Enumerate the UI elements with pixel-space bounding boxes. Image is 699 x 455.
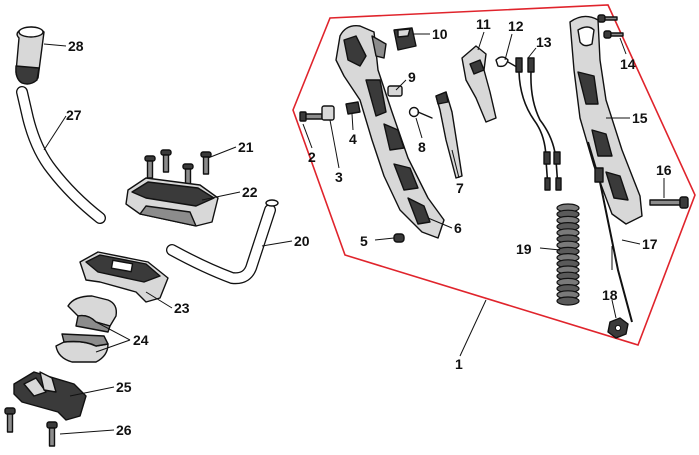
callout-5: 5 [360,233,368,249]
part-screws-top [597,14,624,39]
part-wire-harness [515,57,562,191]
part-base-clamp [13,371,87,421]
callout-13: 13 [536,34,552,50]
part-half-shells [55,295,118,363]
callout-6: 6 [454,220,462,236]
part-pin [387,85,403,97]
part-nut [607,317,629,339]
spring-coil [556,296,580,306]
part-cable-tube [16,86,106,224]
callout-14: 14 [620,56,636,72]
part-spacer [321,105,335,121]
callout-9: 9 [408,69,416,85]
part-housing-cover [569,15,643,225]
callout-3: 3 [335,169,343,185]
callout-21: 21 [238,139,254,155]
callout-1: 1 [455,356,463,372]
callout-27: 27 [66,107,82,123]
callout-11: 11 [476,16,491,32]
callout-22: 22 [242,184,258,200]
part-bolts-lower [4,407,58,447]
part-cap [393,27,417,51]
callout-23: 23 [174,300,190,316]
part-spring [345,101,361,115]
callout-7: 7 [456,180,464,196]
callout-24: 24 [133,332,149,348]
callout-28: 28 [68,38,84,54]
part-clip [408,106,433,119]
part-lever [435,91,463,179]
callout-20: 20 [294,233,310,249]
part-coil-spring [556,203,580,306]
part-side-bolt [649,196,689,209]
callout-26: 26 [116,422,132,438]
callout-18: 18 [602,287,618,303]
callout-10: 10 [432,26,448,42]
callout-17: 17 [642,236,658,252]
callout-19: 19 [516,241,532,257]
callout-16: 16 [656,162,672,178]
part-trigger [461,45,497,123]
callout-4: 4 [349,131,357,147]
callouts: 28 27 21 22 20 23 24 25 26 2 3 4 5 6 7 8… [66,16,672,438]
callout-25: 25 [116,379,132,395]
part-bolts-upper [144,149,212,187]
part-main-housing [335,25,445,239]
part-cable-tube-2 [166,199,279,285]
part-screw [299,111,323,122]
part-small-screw [393,233,405,243]
callout-2: 2 [308,149,316,165]
part-grip [15,26,45,85]
leader-lines [43,31,665,435]
assembly-boundary [292,4,696,346]
part-lower-clamp [79,251,169,303]
part-upper-clamp [125,177,219,227]
callout-12: 12 [508,18,524,34]
callout-15: 15 [632,110,648,126]
callout-8: 8 [418,139,426,155]
part-cable-rod [587,141,633,323]
